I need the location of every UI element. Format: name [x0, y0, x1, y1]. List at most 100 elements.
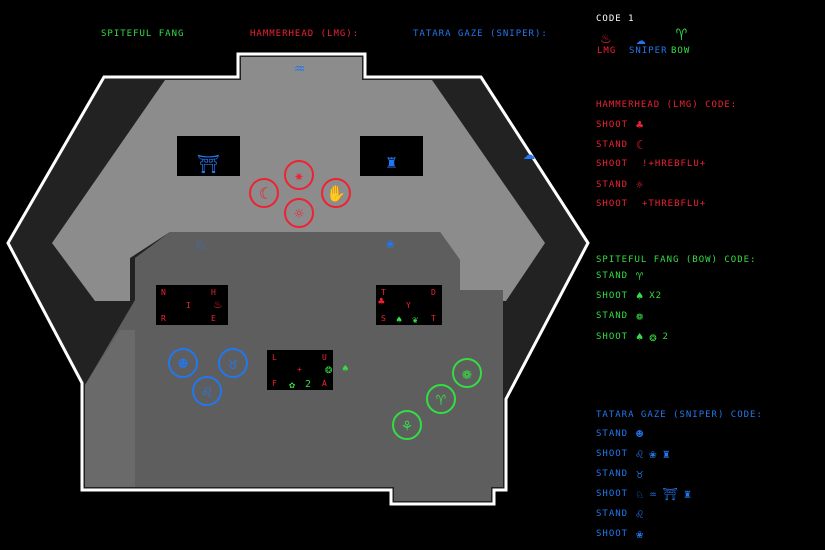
bow-circle-bamboo[interactable]: ♈ — [426, 384, 456, 414]
fang-code-title: SPITEFUL FANG (BOW) CODE: — [596, 255, 757, 265]
bow-circle-butterfly[interactable]: ⚘ — [392, 410, 422, 440]
lmg-circle-hand[interactable]: ✋ — [321, 178, 351, 208]
sprout-icon: ♠ — [396, 315, 403, 326]
sunburst-icon: ☼ — [294, 203, 304, 223]
box-nihre: N I H R E ♨ — [156, 285, 228, 325]
wave-icon: ♌ — [202, 381, 212, 401]
torii-icon: ⛩ — [197, 154, 220, 175]
sunburst-icon: ☼ — [636, 178, 645, 192]
letter-y: Y — [406, 301, 411, 310]
lotus2-icon: ❁ — [462, 363, 472, 383]
sniper-circle-face[interactable]: ☻ — [168, 348, 198, 378]
cloud-icon: ☁ — [523, 140, 536, 164]
pagoda-icon: ♜ — [662, 447, 671, 461]
mushroom-icon: ♣ — [636, 118, 645, 132]
lotus-icon: ❀ — [649, 447, 658, 461]
legend-bow: BOW — [671, 46, 691, 56]
glyph-2: 2 — [305, 379, 312, 390]
bamboo-icon: ♒ — [649, 487, 658, 501]
hammer-code-title: HAMMERHEAD (LMG) CODE: — [596, 100, 738, 110]
sniper-circle-wave[interactable]: ♌ — [192, 376, 222, 406]
leaf-icon: ❦ — [412, 315, 419, 326]
pagoda-icon: ♜ — [683, 487, 692, 501]
hammer-row-2: STAND☾ — [596, 138, 645, 152]
lmg-legend-flame-icon: ♨ — [601, 28, 611, 47]
letter-l: L — [272, 353, 277, 362]
bow-circle-lotus[interactable]: ❁ — [452, 358, 482, 388]
tatara-row-6: SHOOT❀ — [596, 527, 645, 541]
grapes-icon: ❂ — [649, 330, 658, 344]
fang-row-4: SHOOT♠❂2 — [596, 330, 669, 344]
sprout2-icon: ♠ — [342, 362, 349, 375]
sprout-icon: ♠ — [636, 330, 645, 344]
face-icon: ☻ — [636, 427, 645, 441]
tatara-row-4: SHOOT♘♒⛩♜ — [596, 487, 692, 501]
torii-icon: ⛩ — [662, 487, 679, 501]
hammer-row-3: SHOOT!+HREBFLU+ — [596, 159, 707, 169]
fang-header: SPITEFUL FANG — [101, 29, 185, 39]
cluster-icon: ✿ — [289, 380, 296, 391]
code-title: CODE 1 — [596, 14, 635, 24]
wave-icon: ♌ — [636, 507, 645, 521]
lotus-icon: ❀ — [636, 527, 645, 541]
tatara-code-title: TATARA GAZE (SNIPER) CODE: — [596, 410, 763, 420]
wave-icon: ♌ — [636, 447, 645, 461]
letter-e: E — [211, 314, 216, 323]
sniper-legend-cloud-icon: ☁ — [636, 29, 646, 48]
rabbit-icon: ♘ — [636, 487, 645, 501]
tatara-row-2: SHOOT♌❀♜ — [596, 447, 671, 461]
tatara-row-5: STAND♌ — [596, 507, 645, 521]
hammer-row-5: SHOOT+THREBFLU+ — [596, 199, 707, 209]
demon-icon: ♉ — [228, 353, 238, 373]
fang-row-1: STAND♈ — [596, 269, 645, 283]
grapes-icon: ❂ — [325, 362, 333, 376]
hammer-row-1: SHOOT♣ — [596, 118, 645, 132]
pagoda-icon: ♜ — [386, 152, 397, 173]
letter-f: F — [272, 379, 277, 388]
moon-icon: ☾ — [636, 138, 645, 152]
tatara-header: TATARA GAZE (SNIPER): — [413, 29, 548, 39]
tatara-row-3: STAND♉ — [596, 467, 645, 481]
sprout-icon: ♠ — [636, 289, 645, 303]
hammer-row-4: STAND☼ — [596, 178, 645, 192]
legend-lmg: LMG — [597, 46, 617, 56]
plus-sign: + — [297, 365, 302, 374]
letter-d: D — [431, 288, 436, 297]
letter-a: A — [322, 379, 327, 388]
lmg-circle-sunburst[interactable]: ☼ — [284, 198, 314, 228]
bamboo-icon: ♈ — [636, 269, 645, 283]
moon-icon: ☾ — [259, 183, 269, 203]
rabbit-icon: ♘ — [196, 234, 206, 253]
fang-row-2: SHOOT♠X2 — [596, 289, 663, 303]
face-icon: ☻ — [178, 353, 188, 373]
tatara-row-1: STAND☻ — [596, 427, 645, 441]
letter-r: R — [161, 314, 166, 323]
lmg-circle-sun[interactable]: ✷ — [284, 160, 314, 190]
sniper-circle-demon[interactable]: ♉ — [218, 348, 248, 378]
letter-i: I — [186, 301, 191, 310]
top-bamboo-icon: ♒ — [294, 58, 305, 79]
demon-icon: ♉ — [636, 467, 645, 481]
lotus-icon: ❀ — [386, 236, 395, 252]
flame-icon: ♨ — [214, 297, 222, 312]
hammer-header: HAMMERHEAD (LMG): — [250, 29, 360, 39]
box-lufa: L U + F A ✿ 2 — [267, 350, 333, 391]
hand-icon: ✋ — [326, 183, 346, 203]
lotus-icon: ❁ — [636, 309, 645, 323]
letter-t2: T — [431, 314, 436, 323]
torii-window: ⛩ — [177, 136, 240, 176]
butterfly-icon: ⚘ — [402, 415, 412, 435]
box-tdyst: T D Y S T ♣ ♠ ❦ — [376, 285, 442, 326]
fang-row-3: STAND❁ — [596, 309, 645, 323]
mushroom-icon: ♣ — [378, 295, 385, 308]
letter-n: N — [161, 288, 166, 297]
pagoda-window: ♜ — [360, 136, 423, 176]
bamboo-icon: ♈ — [436, 389, 446, 409]
letter-t: T — [381, 288, 386, 297]
lmg-circle-moon[interactable]: ☾ — [249, 178, 279, 208]
star-icon: ✷ — [294, 165, 304, 185]
legend-sniper: SNIPER — [629, 46, 668, 56]
letter-h: H — [211, 288, 216, 297]
floor-lower-light — [85, 330, 135, 487]
